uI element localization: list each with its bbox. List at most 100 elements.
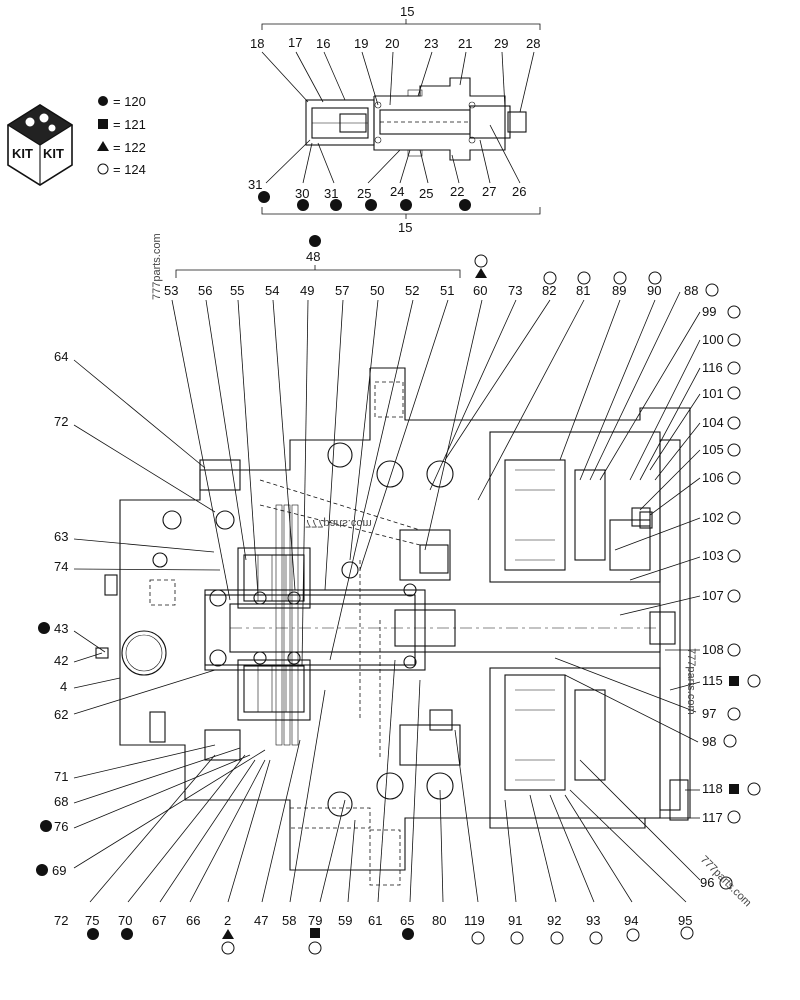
part-label: 101 [702, 386, 724, 401]
part-label: 93 [586, 913, 600, 928]
part-label: 61 [368, 913, 382, 928]
part-label: 25 [357, 186, 371, 201]
part-label: 54 [265, 283, 279, 298]
part-label: 90 [647, 283, 661, 298]
watermark: 777parts.com [151, 233, 163, 300]
part-label: 42 [54, 653, 68, 668]
part-label: 24 [390, 184, 404, 199]
part-label: 17 [288, 35, 302, 50]
kit-label-left: KIT [12, 146, 33, 161]
part-label: 55 [230, 283, 244, 298]
part-label: 118 [702, 781, 723, 796]
part-label: 115 [702, 673, 723, 688]
part-label: 80 [432, 913, 446, 928]
legend-item: = 120 [113, 94, 146, 109]
part-label: 98 [702, 734, 716, 749]
part-label: 51 [440, 283, 454, 298]
part-label: 66 [186, 913, 200, 928]
part-label: 74 [54, 559, 68, 574]
part-label: 99 [702, 304, 716, 319]
part-label: 100 [702, 332, 724, 347]
part-label: 58 [282, 913, 296, 928]
motor-assembly: 48 53 56 55 54 49 57 50 52 51 60 73 82 8… [36, 233, 761, 955]
part-label: 2 [224, 913, 231, 928]
part-label: 30 [295, 186, 309, 201]
part-label: 89 [612, 283, 626, 298]
part-label: 95 [678, 913, 692, 928]
part-label: 75 [85, 913, 99, 928]
part-label: 63 [54, 529, 68, 544]
part-label: 116 [702, 360, 723, 375]
part-label: 76 [54, 819, 68, 834]
part-label: 60 [473, 283, 487, 298]
part-label: 108 [702, 642, 724, 657]
part-label: 20 [385, 36, 399, 51]
part-label: 52 [405, 283, 419, 298]
part-label: 16 [316, 36, 330, 51]
part-label: 68 [54, 794, 68, 809]
part-label: 72 [54, 414, 68, 429]
part-label: 117 [702, 810, 723, 825]
part-label: 81 [576, 283, 590, 298]
watermark: 777parts.com [685, 648, 697, 715]
part-label: 57 [335, 283, 349, 298]
part-label: 73 [508, 283, 522, 298]
part-label: 102 [702, 510, 724, 525]
part-label: 107 [702, 588, 724, 603]
part-label: 25 [419, 186, 433, 201]
part-label: 119 [464, 913, 485, 928]
part-label: 67 [152, 913, 166, 928]
part-label: 79 [308, 913, 322, 928]
part-label: 53 [164, 283, 178, 298]
legend: = 120 = 121 = 122 = 124 [97, 94, 146, 177]
part-label: 97 [702, 706, 716, 721]
part-label: 26 [512, 184, 526, 199]
legend-filled-triangle-icon [97, 141, 109, 151]
part-label: 21 [458, 36, 472, 51]
part-label: 96 [700, 875, 714, 890]
part-label: 50 [370, 283, 384, 298]
kit-label-right: KIT [43, 146, 64, 161]
part-label: 19 [354, 36, 368, 51]
part-label: 72 [54, 913, 68, 928]
part-label: 70 [118, 913, 132, 928]
legend-item: = 121 [113, 117, 146, 132]
part-label: 4 [60, 679, 67, 694]
legend-filled-circle-icon [98, 96, 108, 106]
watermark: 777parts.com [305, 517, 372, 529]
part-label: 18 [250, 36, 264, 51]
part-label: 92 [547, 913, 561, 928]
legend-filled-square-icon [98, 119, 108, 129]
part-label: 105 [702, 442, 724, 457]
part-label: 31 [324, 186, 338, 201]
part-label: 71 [54, 769, 68, 784]
part-label: 56 [198, 283, 212, 298]
part-label: 22 [450, 184, 464, 199]
part-label: 43 [54, 621, 68, 636]
part-label: 29 [494, 36, 508, 51]
part-label: 64 [54, 349, 68, 364]
part-label: 47 [254, 913, 268, 928]
legend-item: = 122 [113, 140, 146, 155]
valve-subassembly: 15 18 17 16 19 20 23 21 29 28 [248, 4, 540, 235]
part-label: 106 [702, 470, 724, 485]
group-label-top: 15 [400, 4, 414, 19]
part-label: 82 [542, 283, 556, 298]
part-label: 65 [400, 913, 414, 928]
part-label: 103 [702, 548, 724, 563]
part-label: 59 [338, 913, 352, 928]
part-label: 104 [702, 415, 724, 430]
part-label: 31 [248, 177, 262, 192]
legend-open-circle-icon [97, 163, 109, 175]
part-label: 23 [424, 36, 438, 51]
group-label-48: 48 [306, 249, 320, 264]
part-label: 94 [624, 913, 638, 928]
part-label: 91 [508, 913, 522, 928]
part-label: 28 [526, 36, 540, 51]
part-label: 62 [54, 707, 68, 722]
part-label: 88 [684, 283, 698, 298]
group-label-bottom-15: 15 [398, 220, 412, 235]
legend-item: = 124 [113, 162, 146, 177]
part-label: 49 [300, 283, 314, 298]
